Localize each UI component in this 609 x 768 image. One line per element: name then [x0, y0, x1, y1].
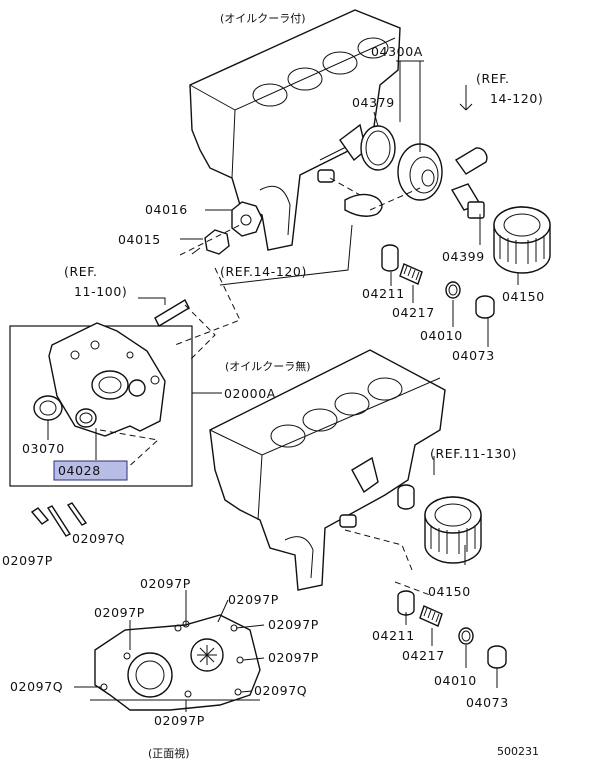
label-02000A: 02000A — [224, 386, 276, 401]
ref-bracket-part — [154, 299, 190, 327]
oil-cooler-assembly — [339, 123, 488, 219]
label-03070: 03070 — [22, 441, 65, 456]
label-04073-top: 04073 — [452, 348, 495, 363]
oil-filter-top — [493, 206, 551, 274]
figure-id: 500231 — [497, 745, 539, 758]
ref-14-120-mid: (REF.14-120) — [220, 264, 307, 279]
oil-pump-frame — [9, 322, 193, 487]
ref-11-100-a: (REF. — [64, 264, 98, 279]
label-04150-top: 04150 — [502, 289, 545, 304]
label-04028: 04028 — [58, 463, 101, 478]
ref-11-130: (REF.11-130) — [430, 446, 517, 461]
ref-14-120-top-b: 14-120) — [490, 91, 543, 106]
label-04073-bottom: 04073 — [466, 695, 509, 710]
ref-14-120-top-a: (REF. — [476, 71, 510, 86]
label-04211-bottom: 04211 — [372, 628, 415, 643]
top-small-parts — [381, 244, 495, 319]
label-fv-02097P-tr: 02097P — [228, 592, 279, 607]
label-fv-02097Q-left: 02097Q — [10, 679, 63, 694]
label-04399: 04399 — [442, 249, 485, 264]
label-fv-02097Q-right: 02097Q — [254, 683, 307, 698]
pump-rotor — [231, 201, 263, 237]
label-04016: 04016 — [145, 202, 188, 217]
bolts-02097 — [30, 502, 88, 537]
bottom-small-parts — [397, 590, 507, 669]
ref-11-100-b: 11-100) — [74, 284, 127, 299]
label-fv-02097P-r1: 02097P — [268, 617, 319, 632]
label-04379: 04379 — [352, 95, 395, 110]
label-04150-bottom: 04150 — [428, 584, 471, 599]
label-fv-02097P-top: 02097P — [140, 576, 191, 591]
label-04010-top: 04010 — [420, 328, 463, 343]
highlight-04028 — [53, 460, 128, 481]
label-fv-02097P-bottom: 02097P — [154, 713, 205, 728]
oil-filter-bottom — [397, 484, 482, 564]
ref-labels: (REF. 14-120) (REF.14-120) (REF. 11-100)… — [64, 71, 543, 461]
label-02097P-bolt: 02097P — [2, 553, 53, 568]
label-04015: 04015 — [118, 232, 161, 247]
heading-with-cooler: (オイルクーラ付) — [220, 12, 306, 25]
heading-without-cooler: (オイルクーラ無) — [225, 359, 311, 373]
label-04217-top: 04217 — [392, 305, 435, 320]
label-fv-02097P-r2: 02097P — [268, 650, 319, 665]
headings: (オイルクーラ付) (オイルクーラ無) (正面視) 500231 — [148, 12, 539, 760]
label-02097Q-bolt: 02097Q — [72, 531, 125, 546]
label-04217-bottom: 04217 — [402, 648, 445, 663]
pump-shaft — [191, 229, 230, 255]
engine-block-without-cooler — [209, 349, 446, 591]
front-view-pump — [90, 614, 261, 711]
label-04300A: 04300A — [371, 44, 423, 59]
label-fv-02097P-left: 02097P — [94, 605, 145, 620]
leader-lines — [47, 60, 519, 712]
part-labels: 04300A 04379 04016 04015 04399 04150 042… — [2, 44, 545, 728]
heading-front-view: (正面視) — [148, 746, 190, 760]
label-04211-top: 04211 — [362, 286, 405, 301]
label-04010-bottom: 04010 — [434, 673, 477, 688]
